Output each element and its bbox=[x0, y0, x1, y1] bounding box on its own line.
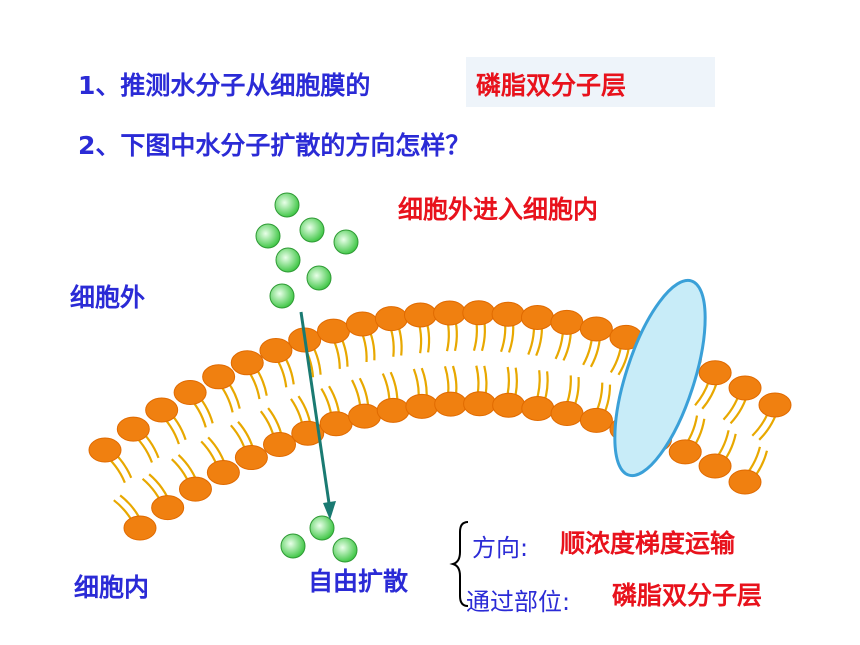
inner-lipid-head bbox=[319, 411, 353, 437]
outer-lipid-head bbox=[145, 397, 179, 423]
inner-lipid-head bbox=[376, 397, 410, 423]
water-molecule bbox=[299, 217, 325, 243]
inner-lipid-head bbox=[728, 469, 762, 495]
inner-lipid-head bbox=[348, 403, 382, 429]
inner-lipid-head bbox=[123, 515, 157, 541]
inner-lipid-head bbox=[178, 476, 212, 502]
water-molecule bbox=[269, 283, 295, 309]
question-1: 1、推测水分子从细胞膜的 bbox=[78, 71, 371, 100]
direction-value: 顺浓度梯度运输 bbox=[560, 529, 736, 558]
outer-lipid-head bbox=[317, 318, 351, 344]
water-molecule bbox=[333, 229, 359, 255]
outer-lipid-head bbox=[345, 311, 379, 337]
water-molecule bbox=[255, 223, 281, 249]
inner-lipid-head bbox=[234, 445, 268, 471]
site-label: 通过部位: bbox=[466, 588, 571, 616]
inner-lipid-head bbox=[550, 401, 584, 427]
inner-lipid-head bbox=[463, 391, 497, 417]
outer-lipid-head bbox=[698, 360, 732, 386]
outer-lipid-head bbox=[116, 416, 150, 442]
outer-lipid-head bbox=[374, 306, 408, 332]
inner-lipid-head bbox=[698, 453, 732, 479]
water-molecule bbox=[309, 515, 335, 541]
inner-lipid-head bbox=[521, 395, 555, 421]
inner-lipid-head bbox=[206, 459, 240, 485]
inner-lipid-head bbox=[263, 431, 297, 457]
outer-lipid-head bbox=[433, 300, 467, 326]
water-molecule bbox=[332, 537, 358, 563]
water-molecule bbox=[275, 247, 301, 273]
water-molecule bbox=[280, 533, 306, 559]
label-free-diffusion: 自由扩散 bbox=[308, 567, 409, 596]
outer-lipid-head bbox=[758, 392, 792, 418]
inner-lipid-head bbox=[579, 407, 613, 433]
outer-lipid-head bbox=[579, 316, 613, 342]
inner-lipid-head bbox=[291, 420, 325, 446]
inner-lipid-head bbox=[492, 392, 526, 418]
outer-lipid-head bbox=[550, 309, 584, 335]
outer-lipid-head bbox=[491, 301, 525, 327]
inner-lipid-head bbox=[668, 439, 702, 465]
water-molecule bbox=[274, 192, 300, 218]
water-molecules-outside bbox=[255, 192, 359, 309]
question-1-answer: 磷脂双分子层 bbox=[476, 71, 627, 100]
outer-lipid-head bbox=[520, 304, 554, 330]
outer-lipid-head bbox=[230, 350, 264, 376]
summary-brace bbox=[449, 521, 469, 607]
outer-lipid-head bbox=[88, 437, 122, 463]
label-inside-cell: 细胞内 bbox=[74, 573, 150, 602]
water-molecules-inside bbox=[280, 515, 358, 563]
inner-lipid-head bbox=[151, 495, 185, 521]
direction-label: 方向: bbox=[472, 534, 529, 562]
diffusion-arrow-head bbox=[323, 501, 336, 520]
outer-lipid-head bbox=[462, 300, 496, 326]
outer-lipid-head bbox=[728, 375, 762, 401]
question-2: 2、下图中水分子扩散的方向怎样？ bbox=[78, 131, 471, 160]
question-2-answer: 细胞外进入细胞内 bbox=[398, 195, 599, 224]
outer-lipid-head bbox=[173, 380, 207, 406]
channel-protein bbox=[613, 278, 707, 478]
label-outside-cell: 细胞外 bbox=[70, 283, 146, 312]
diffusion-arrow bbox=[299, 311, 332, 511]
water-molecule bbox=[306, 265, 332, 291]
inner-lipid-head bbox=[434, 391, 468, 417]
site-value: 磷脂双分子层 bbox=[612, 581, 763, 610]
outer-lipid-head bbox=[202, 364, 236, 390]
outer-lipid-head bbox=[403, 302, 437, 328]
outer-lipid-head bbox=[259, 338, 293, 364]
inner-lipid-head bbox=[405, 393, 439, 419]
answer-highlight-box bbox=[466, 57, 715, 107]
